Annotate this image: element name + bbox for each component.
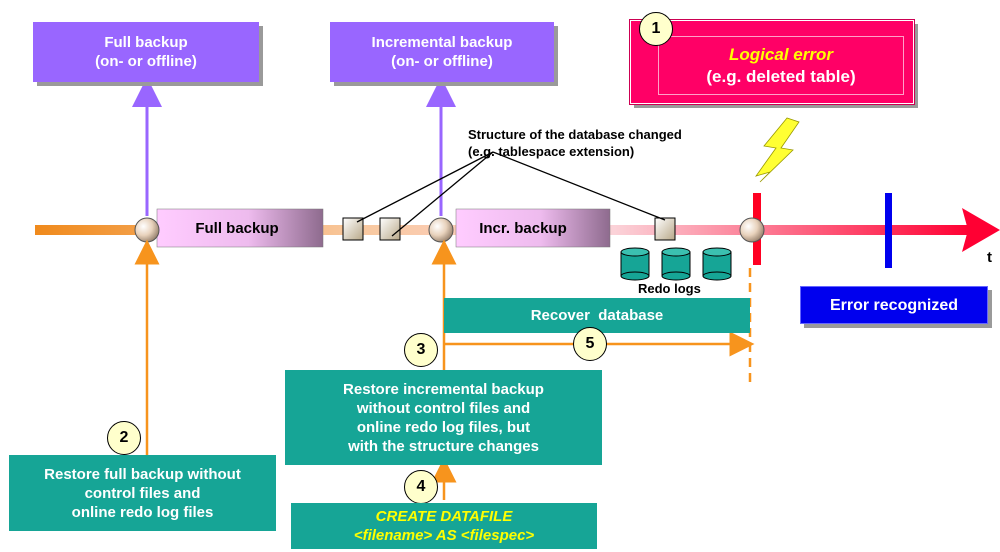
callout-line xyxy=(356,151,494,223)
incr-backup-point xyxy=(428,217,454,243)
logical-error-title: Logical error xyxy=(729,44,833,64)
incremental-backup-title: Incremental backup xyxy=(371,34,513,51)
time-axis-arrowhead xyxy=(962,208,1000,252)
callout-line xyxy=(391,151,494,237)
redo-logs-label: Redo logs xyxy=(638,281,701,296)
recover-database-box: Recover database xyxy=(444,298,750,333)
recover-database-label: Recover database xyxy=(530,307,664,324)
redo-log-icon xyxy=(661,247,691,281)
structure-change-marker xyxy=(654,217,676,241)
error-point xyxy=(739,217,765,243)
step-3-line: online redo log files, but xyxy=(356,418,531,436)
redo-log-icon xyxy=(620,247,650,281)
step-2-badge: 2 xyxy=(107,421,141,455)
full-backup-box: Full backup (on- or offline) xyxy=(33,22,259,82)
incr-backup-bar xyxy=(455,208,611,248)
incremental-backup-box: Incremental backup (on- or offline) xyxy=(330,22,554,82)
structure-note: Structure of the database changed (e.g. … xyxy=(468,126,682,160)
full-backup-title: Full backup xyxy=(104,34,188,51)
step-5-badge: 5 xyxy=(573,327,607,361)
incr-backup-bar-label: Incr. backup xyxy=(479,219,567,237)
step-1-badge: 1 xyxy=(639,12,673,46)
error-recognized-box: Error recognized xyxy=(800,286,988,324)
step-2-line: control files and xyxy=(84,484,201,502)
logical-error-subtitle: (e.g. deleted table) xyxy=(706,66,856,86)
restore-incremental-box: Restore incremental backup without contr… xyxy=(285,370,602,465)
step-4-line: <filename> AS <filespec> xyxy=(353,527,535,544)
step-4-line: CREATE DATAFILE xyxy=(375,508,513,525)
step-3-line: without control files and xyxy=(356,399,531,417)
step-3-line: with the structure changes xyxy=(348,437,539,455)
error-recognized-marker xyxy=(885,193,892,268)
incremental-backup-subtitle: (on- or offline) xyxy=(391,53,493,70)
create-datafile-box: CREATE DATAFILE <filename> AS <filespec> xyxy=(291,503,597,549)
full-backup-bar-label: Full backup xyxy=(195,219,279,237)
callout-line xyxy=(492,151,666,221)
structure-change-marker xyxy=(342,217,364,241)
time-axis-label: t xyxy=(987,249,992,266)
full-backup-bar xyxy=(156,208,324,248)
full-backup-subtitle: (on- or offline) xyxy=(95,53,197,70)
step-2-line: online redo log files xyxy=(71,503,214,521)
structure-note-line2: (e.g. tablespace extension) xyxy=(468,144,635,159)
step-3-line: Restore incremental backup xyxy=(343,380,544,398)
structure-note-line1: Structure of the database changed xyxy=(468,127,682,142)
redo-log-icon xyxy=(702,247,732,281)
step-2-line: Restore full backup without xyxy=(44,465,241,483)
structure-change-marker xyxy=(379,217,401,241)
lightning-icon xyxy=(755,117,800,183)
logical-error-box: Logical error (e.g. deleted table) xyxy=(629,19,915,105)
full-backup-point xyxy=(134,217,160,243)
step-3-badge: 3 xyxy=(404,333,438,367)
restore-full-backup-box: Restore full backup without control file… xyxy=(9,455,276,531)
step-4-badge: 4 xyxy=(404,470,438,504)
error-recognized-label: Error recognized xyxy=(829,296,959,314)
